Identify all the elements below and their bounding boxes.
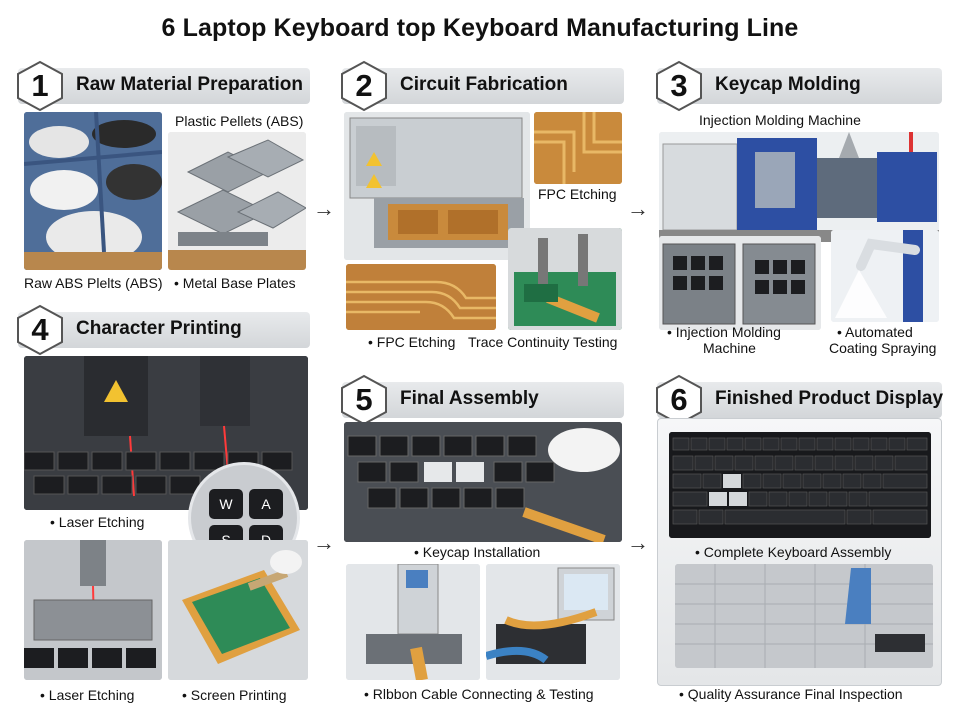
- step-1-panel: 1 Raw Material Preparation Plastic P: [17, 60, 310, 303]
- page-title: 6 Laptop Keyboard top Keyboard Manufactu…: [161, 14, 799, 42]
- finished-keyboard-image: [669, 432, 931, 538]
- coating-spraying-image: [831, 230, 939, 322]
- keycap-installation-image: [344, 422, 622, 542]
- warning-icon: [104, 380, 128, 402]
- step-5-number: 5: [355, 382, 373, 417]
- hexagon-badge-icon: 6: [653, 374, 705, 426]
- warning-icon: [366, 152, 382, 166]
- caption-complete-keyboard: • Complete Keyboard Assembly: [695, 544, 892, 560]
- caption-raw-abs: Raw ABS Plelts (ABS): [24, 275, 163, 291]
- step-2-header: 2 Circuit Fabrication: [341, 60, 624, 112]
- ribbon-cable-left-image: [346, 564, 480, 680]
- step-4-panel: 4 Character Printing W A S D • Laser Etc…: [17, 304, 310, 707]
- step-1-title: Raw Material Preparation: [76, 74, 304, 95]
- caption-fpc-etching-top: FPC Etching: [538, 186, 617, 202]
- caption-laser-etching-top: • Laser Etching: [50, 514, 145, 530]
- fpc-etching-image: [534, 112, 622, 184]
- step-5-panel: 5 Final Assembly • Keycap Installation: [341, 374, 624, 707]
- circuit-machine-image: [344, 112, 530, 260]
- step-6-panel: 6 Finished Product Display • Complete Ke…: [656, 374, 944, 707]
- step-3-panel: 3 Keycap Molding Injection Molding Machi…: [656, 60, 942, 358]
- step-4-header: 4 Character Printing: [17, 304, 310, 356]
- step-3-title: Keycap Molding: [715, 74, 861, 95]
- hexagon-badge-icon: 4: [14, 304, 66, 356]
- metal-plates-image: [168, 132, 306, 270]
- arrow-right-icon: →: [313, 530, 335, 555]
- laser-etching-small-image: [24, 540, 162, 680]
- key-w: W: [209, 489, 243, 519]
- arrow-right-icon: →: [313, 196, 335, 221]
- mold-blocks-image: [659, 236, 821, 330]
- laser-etching-keyboard-image: [24, 356, 308, 510]
- arrow-right-icon: →: [627, 196, 649, 221]
- caption-metal-base-plates: • Metal Base Plates: [174, 275, 296, 291]
- continuity-testing-image: [508, 228, 622, 330]
- hexagon-badge-icon: 1: [14, 60, 66, 112]
- caption-injection-molding-machine: Machine: [703, 340, 756, 356]
- step-1-header: 1 Raw Material Preparation: [17, 60, 310, 112]
- step-5-title: Final Assembly: [400, 388, 539, 409]
- caption-ribbon-cable: • Rlbbon Cable Connecting & Testing: [364, 686, 594, 702]
- step-6-title: Finished Product Display: [715, 388, 944, 409]
- screen-printing-image: [168, 540, 308, 680]
- fpc-traces-image: [346, 264, 496, 330]
- step-1-number: 1: [31, 68, 49, 103]
- step-6-header: 6 Finished Product Display: [656, 374, 944, 426]
- step-5-header: 5 Final Assembly: [341, 374, 624, 426]
- ribbon-cable-right-image: [486, 564, 620, 680]
- arrow-right-icon: →: [627, 530, 649, 555]
- caption-injection-molding: • Injection Molding: [667, 324, 781, 340]
- step-2-number: 2: [355, 68, 373, 103]
- caption-automated: • Automated: [837, 324, 913, 340]
- step-2-title: Circuit Fabrication: [400, 74, 568, 95]
- hexagon-badge-icon: 3: [653, 60, 705, 112]
- caption-fpc-etching-bottom: • FPC Etching: [368, 334, 456, 350]
- step-3-number: 3: [670, 68, 688, 103]
- step-3-header: 3 Keycap Molding: [656, 60, 942, 112]
- hexagon-badge-icon: 2: [338, 60, 390, 112]
- hexagon-badge-icon: 5: [338, 374, 390, 426]
- step-2-panel: 2 Circuit Fabrication FPC Etching: [341, 60, 624, 353]
- caption-quality-assurance: • Quality Assurance Final Inspection: [679, 686, 903, 702]
- molding-machine-image: [659, 132, 939, 242]
- caption-keycap-installation: • Keycap Installation: [414, 544, 541, 560]
- caption-laser-etching-bottom: • Laser Etching: [40, 687, 135, 703]
- step-4-number: 4: [31, 312, 49, 347]
- plastic-pellets-image: [24, 112, 162, 270]
- caption-trace-continuity: Trace Continuity Testing: [468, 334, 618, 350]
- step-6-number: 6: [670, 382, 688, 417]
- step-4-title: Character Printing: [76, 318, 242, 339]
- key-a: A: [249, 489, 283, 519]
- keyboard-back-image: [675, 564, 933, 668]
- caption-plastic-pellets: Plastic Pellets (ABS): [175, 113, 304, 129]
- caption-screen-printing: • Screen Printing: [182, 687, 287, 703]
- caption-coating-spraying: Coating Spraying: [829, 340, 937, 356]
- caption-injection-molding-machine-top: Injection Molding Machine: [699, 112, 861, 128]
